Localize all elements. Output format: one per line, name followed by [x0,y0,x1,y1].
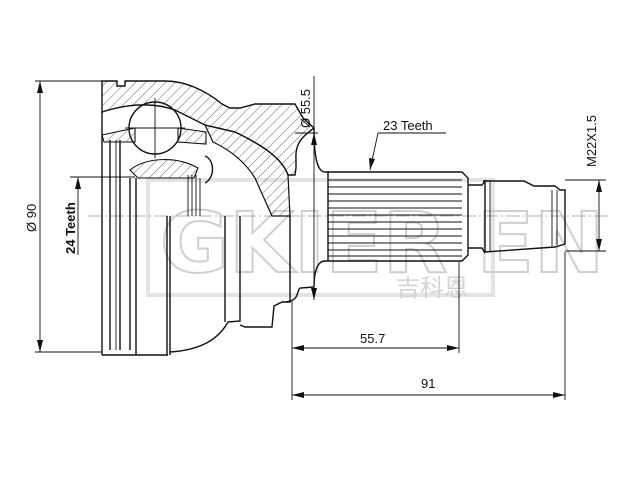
outer-diameter-label: Ø 90 [24,204,39,232]
total-length-label: 91 [421,376,435,391]
inner-spline-label: 24 Teeth [63,202,78,254]
watermark: GKIER EN 吉科恩 [146,178,605,302]
watermark-chinese: 吉科恩 [396,274,468,302]
dim-neck-diameter: Ø 55.5 [295,76,318,300]
dim-thread: M22X1.5 [565,115,606,252]
outer-spline-label: 23 Teeth [383,118,433,133]
bell-body [101,112,315,356]
dim-outer-spline: 23 Teeth [369,118,446,171]
dim-length-spline: 55.7 [291,262,460,400]
thread-label: M22X1.5 [584,115,599,167]
dim-inner-spline: 24 Teeth [63,176,135,255]
neck-diameter-label: Ø 55.5 [298,89,313,128]
inner-race [101,127,207,179]
dim-outer-diameter: Ø 90 [24,80,102,353]
ball [125,98,214,184]
length-spline-label: 55.7 [360,331,385,346]
splined-shaft [313,127,566,288]
dim-total-length: 91 [292,252,566,400]
